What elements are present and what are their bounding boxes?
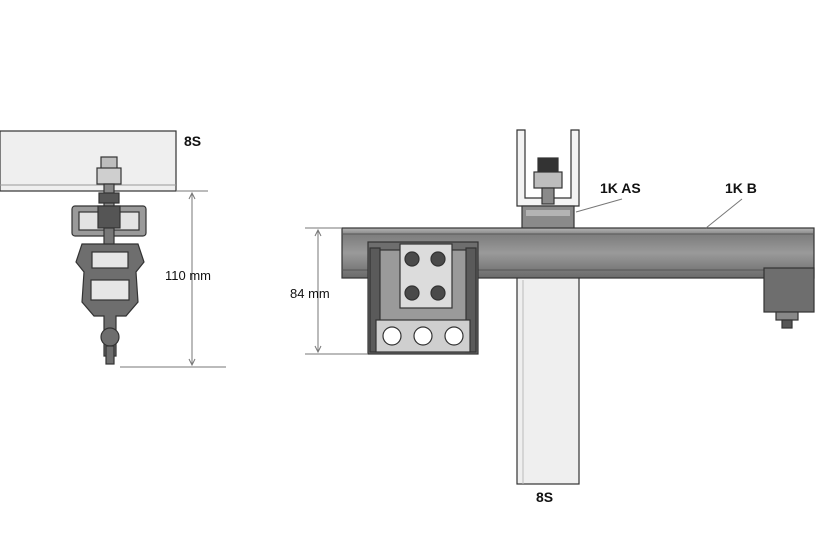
trolley-block	[367, 241, 479, 355]
dimension-84mm-label: 84 mm	[290, 286, 330, 301]
end-stopper	[763, 267, 815, 329]
right-side-view: 84 mm 1K AS 1K B 8S	[290, 129, 815, 505]
clamp-left	[71, 205, 147, 249]
dimension-84mm	[305, 227, 368, 355]
post-8s-label: 8S	[536, 489, 553, 505]
leader-1k-as	[575, 198, 623, 213]
dimension-110mm	[120, 190, 226, 368]
clamp-1k-as-label: 1K AS	[600, 180, 641, 196]
leader-1k-b	[705, 198, 743, 229]
bolt-left	[96, 156, 122, 209]
left-end-view: 110 mm 8S	[0, 130, 226, 368]
carriage-left	[75, 243, 145, 365]
beam-8s-left-label: 8S	[184, 133, 201, 149]
rail-1k-b-label: 1K B	[725, 180, 757, 196]
post-8s	[516, 269, 580, 485]
dimension-110mm-label: 110 mm	[165, 268, 211, 283]
beam-8s-left	[0, 130, 177, 192]
u-bracket	[516, 129, 580, 207]
